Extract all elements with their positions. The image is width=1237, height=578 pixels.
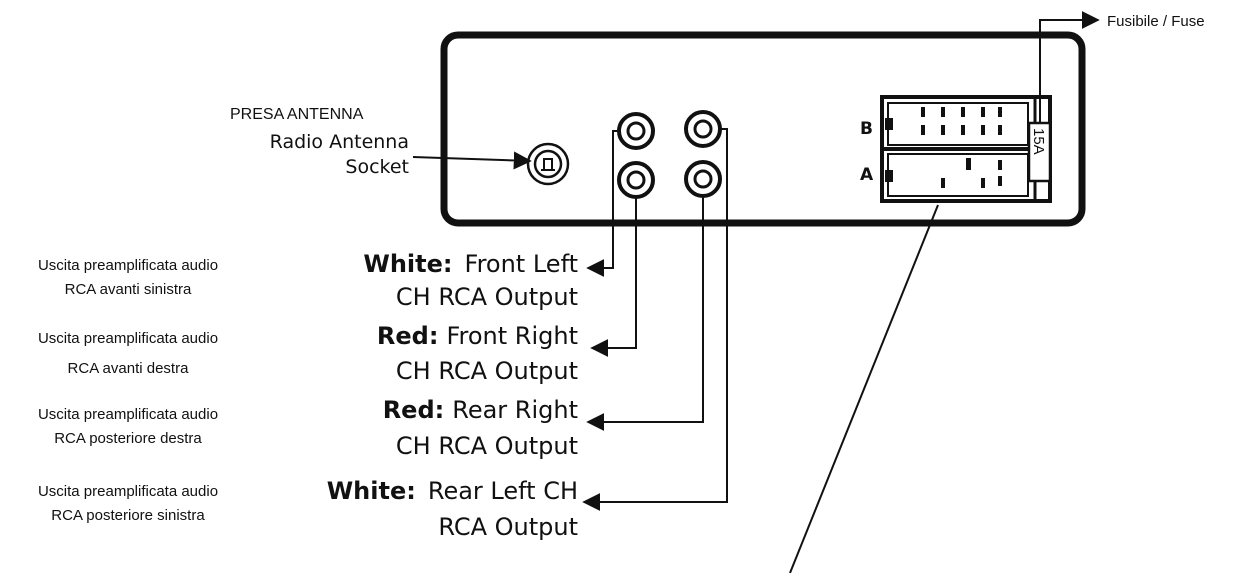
leader-front-left: [586, 130, 621, 277]
output-title-2: Front Right: [446, 322, 578, 350]
output-label-en-2b: CH RCA Output: [396, 357, 578, 385]
output-label-it-1: Uscita preamplificata audio: [38, 257, 218, 274]
output-label-it-1b: RCA avanti sinistra: [65, 281, 192, 298]
connector-label-b: B: [860, 119, 873, 139]
output-label-it-2b: RCA avanti destra: [68, 360, 190, 377]
output-label-en-1b: CH RCA Output: [396, 283, 578, 311]
output-title-3: Rear Right: [452, 396, 578, 424]
antenna-socket-icon: [526, 142, 570, 186]
output-label-en-2: Red:Front Right: [377, 322, 578, 350]
antenna-arrow: [412, 151, 532, 170]
output-title-4: Rear Left CH: [428, 477, 578, 505]
fuse-label: Fusibile / Fuse: [1107, 13, 1205, 30]
connector-label-a: A: [860, 165, 874, 185]
harness-leader: [789, 204, 939, 574]
output-label-it-2: Uscita preamplificata audio: [38, 330, 218, 347]
output-label-en-4: White: Rear Left CH: [327, 477, 578, 505]
rca-jack-rear-left-icon: [684, 110, 722, 148]
output-label-en-1: White: Front Left: [363, 250, 578, 278]
rca-jack-rear-right-icon: [684, 160, 722, 198]
output-label-it-4b: RCA posteriore sinistra: [51, 507, 205, 524]
output-label-it-4: Uscita preamplificata audio: [38, 483, 218, 500]
iso-connector-block: [880, 95, 1052, 203]
output-label-it-3: Uscita preamplificata audio: [38, 406, 218, 423]
output-color-3: Red:: [383, 396, 445, 424]
antenna-label-en-1: Radio Antenna: [270, 131, 409, 153]
leader-rear-left: [582, 128, 728, 511]
fuse-value: 15A: [1030, 128, 1047, 155]
fuse-icon: 15A: [1027, 121, 1052, 183]
leader-rear-right: [586, 196, 704, 431]
antenna-label-it: PRESA ANTENNA: [230, 106, 364, 123]
fuse-leader: [1039, 11, 1100, 123]
rca-jack-front-left-icon: [617, 112, 655, 150]
output-title-1: Front Left: [465, 250, 578, 278]
output-label-en-3b: CH RCA Output: [396, 432, 578, 460]
leader-front-right: [590, 197, 637, 357]
output-label-it-3b: RCA posteriore destra: [54, 430, 202, 447]
output-color-1: White:: [363, 250, 452, 278]
output-color-2: Red:: [377, 322, 439, 350]
output-color-4: White:: [327, 477, 416, 505]
output-label-en-4b: RCA Output: [438, 513, 578, 541]
rca-jack-front-right-icon: [617, 161, 655, 199]
antenna-label-en-2: Socket: [345, 156, 409, 178]
output-label-en-3: Red:Rear Right: [383, 396, 578, 424]
